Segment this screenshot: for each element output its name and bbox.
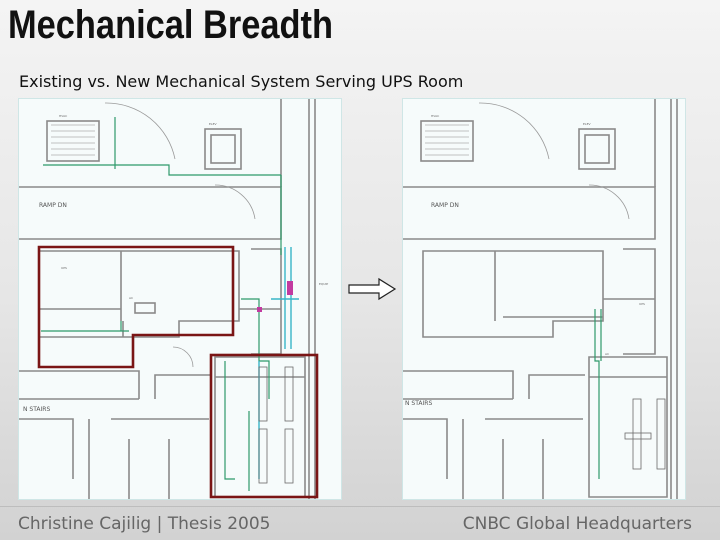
ramp-label-new: RAMP DN bbox=[431, 202, 459, 209]
svg-text:EQUIP: EQUIP bbox=[319, 282, 328, 286]
footer-project: CNBC Global Headquarters bbox=[462, 514, 692, 534]
right-arrow-icon bbox=[348, 277, 397, 301]
slide-subtitle: Existing vs. New Mechanical System Servi… bbox=[19, 72, 464, 91]
svg-text:ELEV: ELEV bbox=[583, 122, 591, 126]
existing-floor-plan-drawing: RAMP DN N STAIRS HVAC ELEV UPS AC EQUIP bbox=[19, 99, 328, 499]
new-floor-plan-drawing: RAMP DN N STAIRS HVAC ELEV UPS AC bbox=[403, 99, 678, 499]
stair-label-existing: N STAIRS bbox=[23, 406, 50, 413]
svg-text:UPS: UPS bbox=[61, 266, 67, 270]
slide-title: Mechanical Breadth bbox=[8, 3, 333, 47]
svg-text:AC: AC bbox=[129, 296, 133, 300]
existing-system-plan: RAMP DN N STAIRS HVAC ELEV UPS AC EQUIP bbox=[18, 98, 342, 500]
svg-text:AC: AC bbox=[605, 352, 609, 356]
ramp-label-existing: RAMP DN bbox=[39, 202, 67, 209]
svg-text:ELEV: ELEV bbox=[209, 122, 217, 126]
svg-text:HVAC: HVAC bbox=[59, 114, 67, 118]
stair-label-new: N STAIRS bbox=[405, 400, 432, 407]
svg-text:HVAC: HVAC bbox=[431, 114, 439, 118]
new-system-plan: RAMP DN N STAIRS HVAC ELEV UPS AC bbox=[402, 98, 686, 500]
footer-author: Christine Cajilig | Thesis 2005 bbox=[18, 514, 271, 534]
svg-text:UPS: UPS bbox=[639, 302, 645, 306]
footer-divider bbox=[0, 506, 720, 507]
